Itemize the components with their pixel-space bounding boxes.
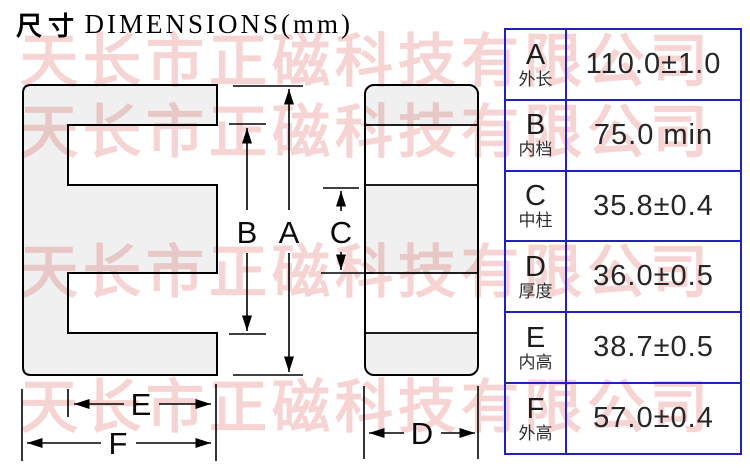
dim-value: 75.0 min [593, 118, 714, 151]
dimension-e [67, 384, 217, 461]
dim-letter: E [525, 321, 546, 354]
dim-name-cn: 厚度 [518, 282, 553, 303]
side-view [364, 84, 479, 376]
dimension-d [363, 386, 479, 459]
dim-name-cn: 外长 [518, 69, 553, 90]
table-row-f: F 外高 57.0±0.4 [506, 382, 740, 453]
dim-letter-d-label: D [411, 416, 433, 451]
dim-value: 110.0±1.0 [585, 47, 722, 80]
front-view-e-core [22, 84, 218, 376]
dim-key-cell: B 内档 [506, 100, 567, 170]
dim-letter-f-label: F [109, 426, 128, 461]
dim-key-cell: A 外长 [506, 30, 567, 99]
dim-letter-b-label: B [237, 215, 258, 250]
dim-letter-c-label: C [330, 215, 352, 250]
table-row-b: B 内档 75.0 min [506, 98, 740, 170]
dim-value: 38.7±0.5 [593, 331, 714, 364]
table-row-e: E 内高 38.7±0.5 [506, 311, 740, 383]
table-row-a: A 外长 110.0±1.0 [506, 30, 740, 99]
dim-letter: A [525, 38, 546, 71]
dim-name-cn: 内档 [518, 140, 553, 161]
dim-letter: D [525, 251, 546, 284]
dimension-c [321, 187, 372, 274]
dimension-a [233, 85, 303, 376]
dim-key-cell: D 厚度 [506, 242, 567, 312]
dimension-b [229, 123, 266, 335]
dim-letter: B [525, 109, 546, 142]
title-en: DIMENSIONS(mm) [84, 9, 353, 39]
dim-key-cell: E 内高 [506, 313, 567, 383]
title-cn: 尺寸 [16, 12, 81, 42]
dim-value: 35.8±0.4 [593, 189, 714, 222]
dim-key-cell: F 外高 [506, 384, 567, 453]
table-row-d: D 厚度 36.0±0.5 [506, 240, 740, 312]
dim-name-cn: 内高 [518, 352, 553, 373]
dim-letter: C [525, 180, 546, 213]
dim-name-cn: 中柱 [518, 211, 553, 232]
dim-value: 36.0±0.5 [593, 260, 714, 293]
dim-letter-e-label: E [131, 387, 152, 422]
page-title: 尺寸 DIMENSIONS(mm) [16, 6, 353, 43]
dim-letter: F [526, 392, 545, 425]
table-row-c: C 中柱 35.8±0.4 [506, 169, 740, 241]
dim-name-cn: 外高 [518, 423, 553, 444]
dimensions-table: A 外长 110.0±1.0 B 内档 75.0 min C 中柱 35.8±0… [504, 28, 742, 455]
dimension-f [21, 389, 211, 461]
dim-letter-a-label: A [279, 215, 300, 250]
dim-key-cell: C 中柱 [506, 171, 567, 241]
dim-value: 57.0±0.4 [593, 402, 714, 435]
